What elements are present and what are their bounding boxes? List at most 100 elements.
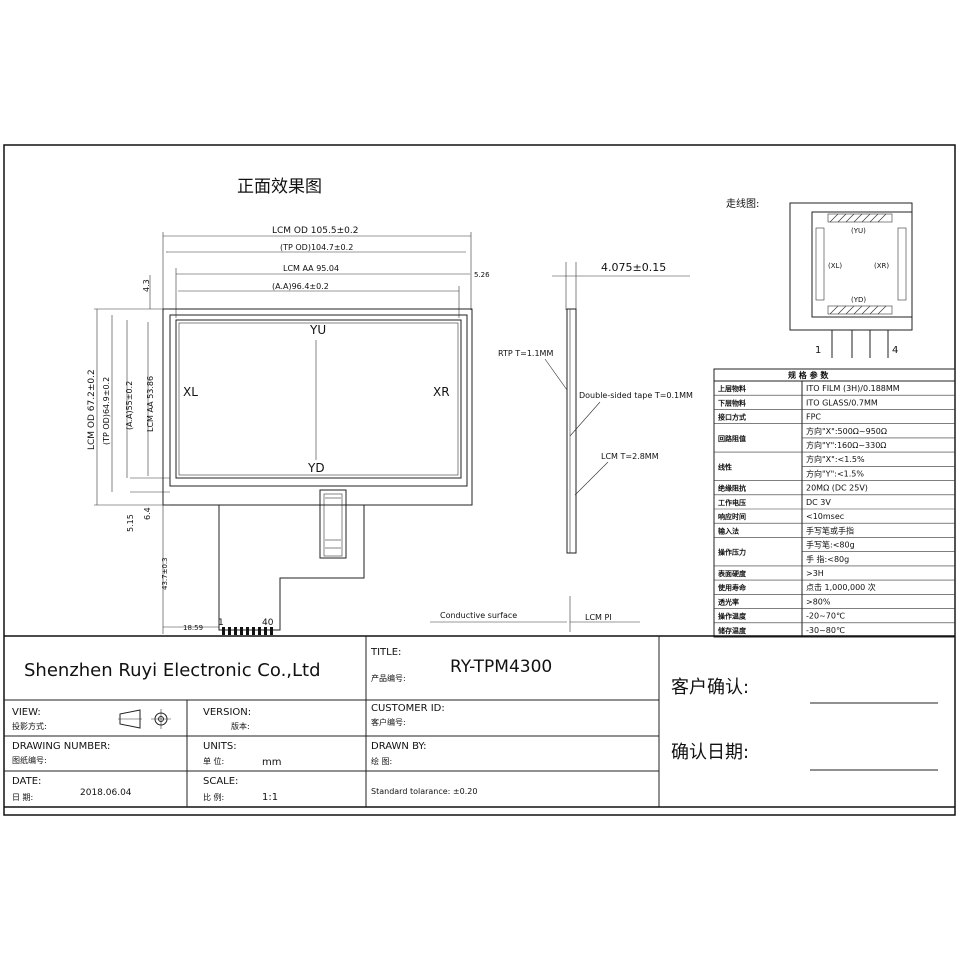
date-value: 2018.06.04 (80, 788, 132, 798)
spec-table-header: 规 格 参 数 (788, 370, 829, 380)
label-rtp: RTP T=1.1MM (498, 349, 553, 358)
dim-bottom-a: 5.15 (126, 514, 135, 532)
date-cn: 日 期: (12, 793, 33, 802)
scale-cn: 比 例: (203, 792, 224, 802)
wiring-title: 走线图: (726, 197, 759, 210)
units-value: mm (262, 757, 281, 768)
unit-cn: 单 位: (203, 756, 224, 766)
date-label: DATE: (12, 776, 41, 787)
wiring-yd: (YD) (851, 296, 866, 304)
label-xr: XR (433, 385, 450, 399)
pin-first: 1 (218, 618, 224, 628)
drawing-number-label: DRAWING NUMBER: (12, 741, 110, 752)
customer-no-label: 客户编号: (371, 717, 406, 727)
wiring-diagram: 走线图: (YU) (YD) (XL) (XR) 1 4 (726, 197, 913, 358)
spec-row-value: <10msec (806, 512, 844, 521)
spec-row-value: 方向"Y":<1.5% (806, 468, 864, 478)
customer-id-label: CUSTOMER ID: (371, 703, 445, 714)
spec-table: 规 格 参 数 上层物料 ITO FILM (3H)/0.188MM 下层物料 ITO… (713, 368, 956, 638)
dim-bottom-b: 6.4 (143, 507, 152, 520)
scale-value: 1:1 (262, 792, 278, 803)
spec-row-value: 点击 1,000,000 次 (806, 582, 876, 592)
confirm-date: 确认日期: (671, 742, 749, 763)
drawer-cn: 绘 图: (371, 756, 392, 766)
drawn-by-label: DRAWN BY: (371, 741, 427, 752)
tolerance: Standard tolarance: ±0.20 (371, 787, 477, 796)
company-name: Shenzhen Ruyi Electronic Co.,Ltd (24, 660, 321, 681)
dim-fpc-length: 43.7±0.3 (161, 557, 169, 590)
dim-lcm-aa-height: LCM AA 53.86 (146, 376, 155, 432)
spec-row-label: 操作压力 (718, 548, 746, 557)
spec-row-label: 下层物料 (718, 398, 746, 407)
label-lcm: LCM T=2.8MM (601, 452, 659, 461)
fpc-contacts (222, 627, 273, 635)
spec-row-value: 手 指:<80g (806, 554, 849, 564)
front-view: LCM OD 105.5±0.2 (TP OD)104.7±0.2 LCM AA… (87, 226, 490, 635)
dim-aa-width: (A.A)96.4±0.2 (272, 282, 329, 291)
spec-row-value: >3H (806, 569, 824, 578)
customer-confirm: 客户确认: (671, 677, 749, 698)
spec-row-label: 储存温度 (717, 626, 747, 635)
side-view: 4.075±0.15 RTP T=1.1MM Double-sided tape… (430, 261, 693, 632)
product-no: RY-TPM4300 (450, 657, 552, 677)
spec-row-label: 响应时间 (718, 512, 746, 521)
view-label: VIEW: (12, 707, 41, 718)
label-yu: YU (309, 323, 326, 337)
projection-icon (118, 709, 171, 729)
spec-row-value: DC 3V (806, 498, 831, 507)
spec-row-value: 方向"X":500Ω~950Ω (806, 426, 887, 436)
spec-row-label: 接口方式 (718, 413, 746, 422)
pin-last: 40 (262, 618, 274, 628)
spec-row-label: 回路阻值 (718, 434, 746, 443)
projection-label: 投影方式: (12, 721, 47, 731)
dim-aa-height: (A.A)55±0.2 (125, 381, 134, 430)
label-tape: Double-sided tape T=0.1MM (579, 391, 693, 400)
version-label: VERSION: (203, 707, 251, 718)
spec-row-value: 方向"X":<1.5% (806, 454, 865, 464)
version-cn: 版本: (231, 721, 250, 731)
label-lcm-pi: LCM PI (585, 613, 612, 622)
dim-lcm-aa-width: LCM AA 95.04 (283, 264, 339, 273)
spec-row-value: 手写笔或手指 (806, 525, 854, 535)
label-xl: XL (183, 385, 198, 399)
units-label: UNITS: (203, 741, 237, 752)
spec-row-value: -20~70℃ (806, 612, 845, 621)
spec-row-value: ITO FILM (3H)/0.188MM (806, 384, 900, 393)
dim-fpc-left: 18.59 (183, 624, 203, 632)
spec-row-value: 20MΩ (DC 25V) (806, 484, 868, 493)
dim-top-gap: 4.3 (142, 279, 151, 292)
spec-row-label: 透光率 (718, 597, 739, 606)
label-yd: YD (307, 461, 325, 475)
dim-right-small: 5.26 (474, 271, 490, 279)
wiring-xl: (XL) (828, 262, 842, 270)
spec-row-label: 表面硬度 (717, 569, 747, 578)
scale-label: SCALE: (203, 776, 238, 787)
product-no-label: 产品编号: (371, 673, 406, 683)
spec-row-value: -30~80℃ (806, 626, 845, 635)
spec-row-label: 输入法 (718, 526, 739, 535)
spec-row-value: 手写笔:<80g (806, 540, 855, 550)
spec-row-value: >80% (806, 597, 831, 606)
dim-tp-od-height: (TP OD)64.9±0.2 (102, 377, 111, 445)
spec-row-value: FPC (806, 413, 821, 422)
spec-row-value: 方向"Y":160Ω~330Ω (806, 440, 886, 450)
label-conductive: Conductive surface (440, 611, 517, 620)
dim-lcm-od-height: LCM OD 67.2±0.2 (87, 369, 97, 450)
spec-row-label: 线性 (718, 462, 732, 471)
fpc-tail (218, 505, 365, 631)
dim-tp-od-width: (TP OD)104.7±0.2 (280, 243, 353, 252)
wiring-pin1: 1 (815, 345, 821, 356)
dim-thickness: 4.075±0.15 (601, 261, 666, 274)
spec-row-value: ITO GLASS/0.7MM (806, 398, 878, 407)
title-label: TITLE: (370, 647, 401, 658)
spec-row-label: 工作电压 (718, 498, 746, 507)
wiring-xr: (XR) (874, 262, 889, 270)
spec-row-label: 操作温度 (718, 612, 747, 621)
dim-lcm-od-width: LCM OD 105.5±0.2 (272, 226, 358, 236)
wiring-pin4: 4 (892, 345, 898, 356)
wiring-yu: (YU) (851, 227, 866, 235)
title-block: Shenzhen Ruyi Electronic Co.,Ltd TITLE: … (4, 635, 955, 808)
spec-row-label: 上层物料 (718, 384, 746, 393)
drawing-no-cn: 图纸编号: (12, 755, 47, 765)
